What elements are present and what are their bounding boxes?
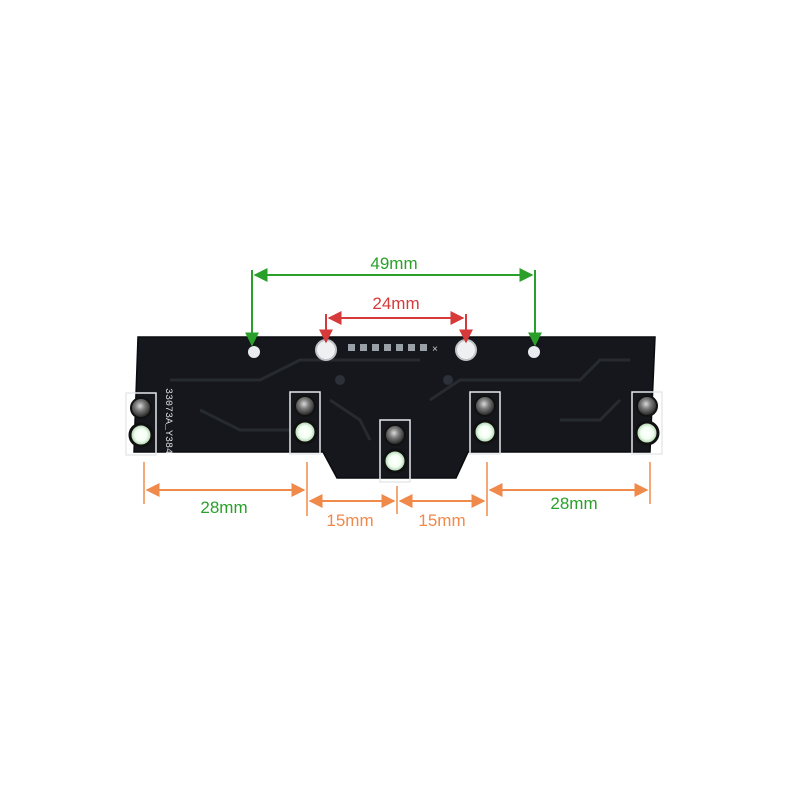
sensor-module-1 [125, 392, 157, 456]
svg-text:×: × [432, 344, 438, 355]
ir-receiver-icon [384, 424, 406, 446]
dimension-label-24mm: 24mm [372, 294, 419, 313]
dimension-label-28mm-right: 28mm [550, 494, 597, 513]
pcb-traces [170, 358, 630, 441]
dimension-label-28mm-left: 28mm [200, 498, 247, 517]
ir-receiver-icon [130, 397, 152, 419]
sensor-module-5 [631, 391, 663, 455]
pcb-board [133, 336, 656, 479]
mount-hole-right [455, 339, 477, 361]
header-pins: × [348, 344, 438, 355]
sensor-module-4 [469, 391, 501, 455]
via-dot [443, 375, 453, 385]
sensor-hole-right [528, 346, 540, 358]
led-emitter-icon [382, 448, 408, 474]
led-emitter-icon [634, 420, 660, 446]
sensor-module-2 [289, 391, 321, 455]
sensor-module-3 [379, 419, 411, 483]
dimension-24mm: 24mm [319, 294, 473, 344]
mount-hole-left [315, 339, 337, 361]
led-emitter-icon [472, 419, 498, 445]
dimension-label-49mm: 49mm [370, 254, 417, 273]
ir-receiver-icon [294, 395, 316, 417]
ir-receiver-icon [474, 395, 496, 417]
dimension-label-15mm-right: 15mm [418, 511, 465, 530]
ir-receiver-icon [636, 395, 658, 417]
led-emitter-icon [128, 422, 154, 448]
led-emitter-icon [292, 419, 318, 445]
sensor-hole-left [248, 346, 260, 358]
via-dot [335, 375, 345, 385]
dimension-49mm: 49mm [245, 254, 542, 347]
dimension-label-15mm-left: 15mm [326, 511, 373, 530]
dimension-lower: 28mm 15mm 15mm 28mm [143, 462, 651, 530]
silkscreen-part-code: 33073A_Y384 [162, 388, 173, 454]
